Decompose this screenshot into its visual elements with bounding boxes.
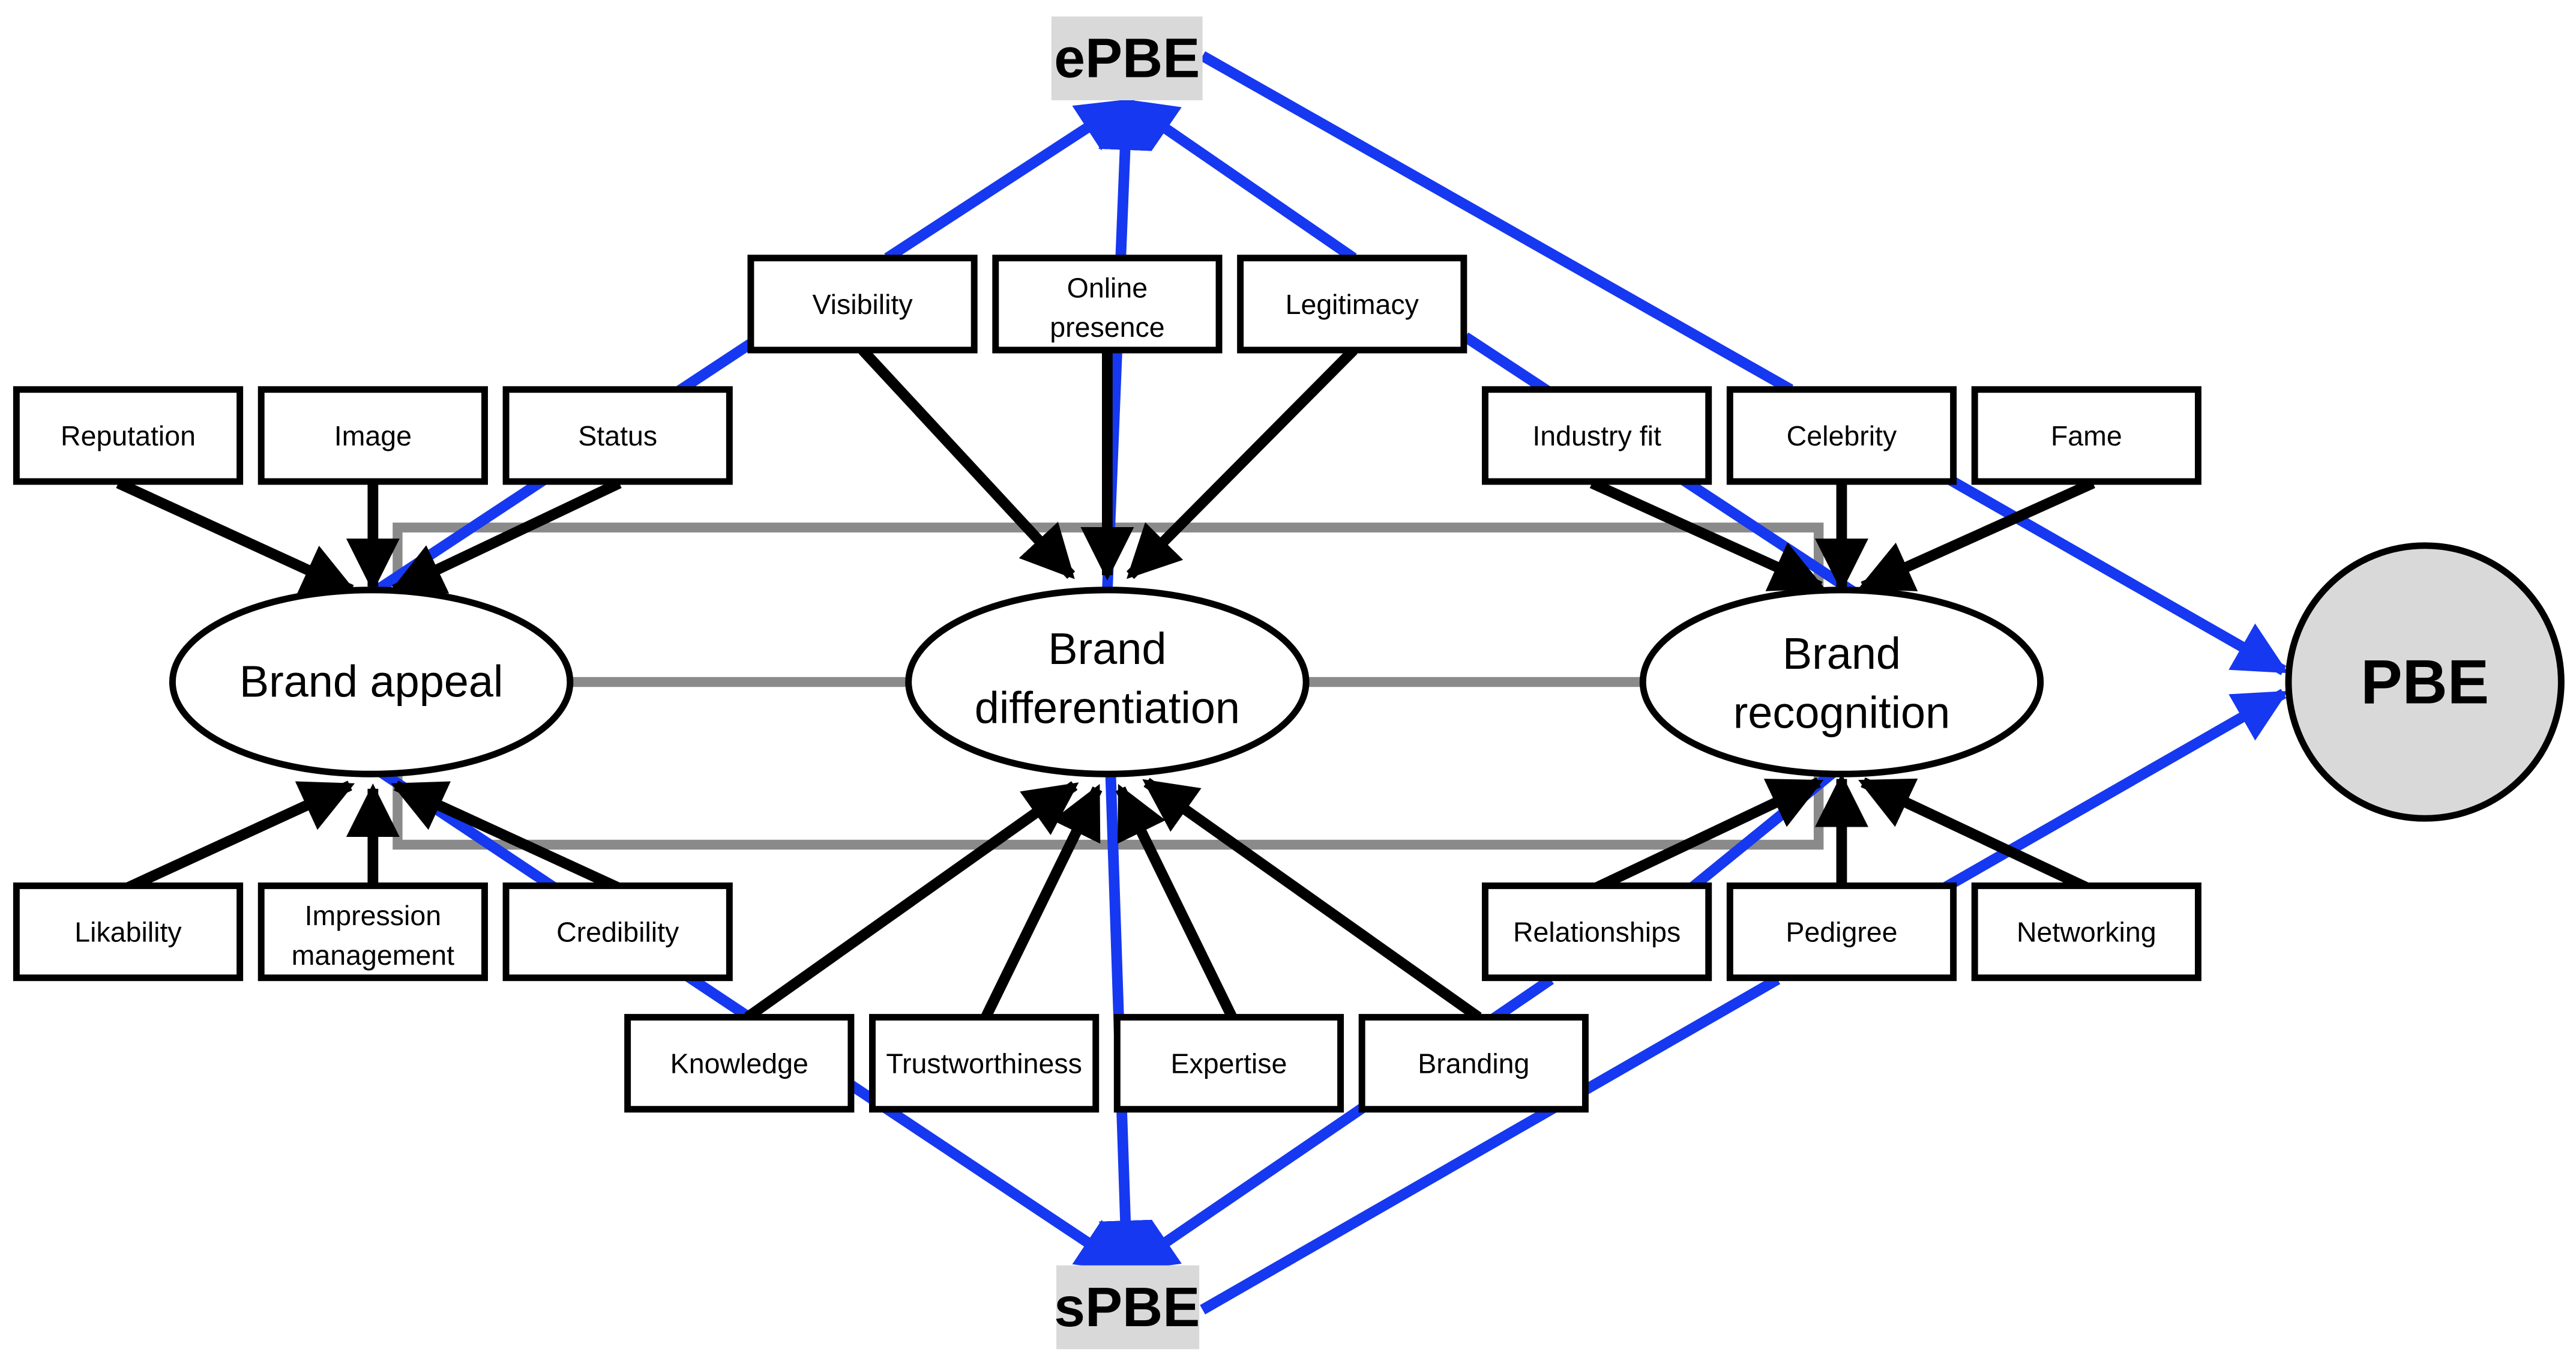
arrow-likability-appeal bbox=[125, 780, 355, 893]
factor-credibility: Credibility bbox=[502, 882, 733, 982]
factor-expertise: Expertise bbox=[1113, 1013, 1344, 1113]
svg-text:Image: Image bbox=[334, 420, 412, 451]
svg-text:Expertise: Expertise bbox=[1171, 1048, 1287, 1079]
epbe-label: ePBE bbox=[1054, 27, 1200, 89]
svg-text:presence: presence bbox=[1050, 312, 1164, 343]
brand-appeal-construct: Brand appeal bbox=[169, 587, 574, 777]
connector-visibility-epbe bbox=[884, 97, 1132, 263]
brand-differentiation-label-line2: differentiation bbox=[975, 683, 1240, 732]
arrow-expertise-differentiation bbox=[1115, 783, 1237, 1020]
pbe-label: PBE bbox=[2361, 648, 2489, 717]
influence-arrows bbox=[116, 346, 2095, 1022]
arrow-knowledge-differentiation bbox=[744, 781, 1079, 1022]
svg-text:Pedigree: Pedigree bbox=[1786, 916, 1897, 947]
svg-text:Celebrity: Celebrity bbox=[1787, 420, 1897, 451]
arrow-industry-fit-recognition bbox=[1589, 478, 1825, 592]
arrow-status-appeal bbox=[389, 478, 622, 595]
factor-industry-fit: Industry fit bbox=[1481, 386, 1712, 485]
arrow-credibility-appeal bbox=[391, 780, 620, 893]
arrow-reputation-appeal bbox=[116, 478, 357, 595]
svg-text:Branding: Branding bbox=[1418, 1048, 1529, 1079]
svg-text:Industry fit: Industry fit bbox=[1532, 420, 1661, 451]
svg-text:Networking: Networking bbox=[2017, 916, 2156, 947]
brand-differentiation-construct: Brand differentiation bbox=[905, 587, 1310, 777]
arrow-fame-recognition bbox=[1858, 478, 2095, 592]
arrow-branding-differentiation bbox=[1142, 777, 1482, 1022]
factor-impression-management: Impression management bbox=[257, 882, 488, 982]
factor-networking: Networking bbox=[1971, 882, 2201, 982]
factor-knowledge: Knowledge bbox=[624, 1013, 855, 1113]
arrow-trustworthiness-differentiation bbox=[981, 783, 1103, 1020]
arrow-visibility-differentiation bbox=[858, 346, 1076, 579]
svg-text:management: management bbox=[292, 940, 455, 971]
spbe-node: sPBE bbox=[1054, 1265, 1200, 1350]
brand-recognition-label-line2: recognition bbox=[1733, 688, 1950, 738]
factor-pedigree: Pedigree bbox=[1726, 882, 1957, 982]
svg-text:Relationships: Relationships bbox=[1513, 916, 1681, 947]
svg-text:Visibility: Visibility bbox=[812, 289, 913, 320]
brand-differentiation-label-line1: Brand bbox=[1048, 624, 1166, 674]
factor-trustworthiness: Trustworthiness bbox=[869, 1013, 1100, 1113]
svg-text:Legitimacy: Legitimacy bbox=[1286, 289, 1419, 320]
factor-visibility: Visibility bbox=[747, 255, 978, 354]
brand-recognition-label-line1: Brand bbox=[1783, 629, 1901, 678]
arrow-legitimacy-differentiation bbox=[1126, 346, 1358, 579]
svg-text:Knowledge: Knowledge bbox=[670, 1048, 808, 1079]
connector-pedigree-pbe bbox=[1942, 689, 2289, 892]
factor-reputation: Reputation bbox=[13, 386, 244, 485]
factor-celebrity: Celebrity bbox=[1726, 386, 1957, 485]
svg-text:Status: Status bbox=[578, 420, 657, 451]
svg-text:Impression: Impression bbox=[305, 900, 442, 931]
svg-text:Trustworthiness: Trustworthiness bbox=[886, 1048, 1082, 1079]
pbe-node: PBE bbox=[2285, 542, 2565, 822]
factor-legitimacy: Legitimacy bbox=[1237, 255, 1467, 354]
factor-relationships: Relationships bbox=[1481, 882, 1712, 982]
factor-status: Status bbox=[502, 386, 733, 485]
svg-text:Credibility: Credibility bbox=[556, 916, 679, 947]
factor-image: Image bbox=[257, 386, 488, 485]
svg-text:Online: Online bbox=[1067, 272, 1148, 303]
epbe-node: ePBE bbox=[1051, 16, 1203, 101]
factor-likability: Likability bbox=[13, 882, 244, 982]
connector-legitimacy-epbe bbox=[1122, 97, 1357, 263]
arrow-networking-recognition bbox=[1858, 777, 2089, 893]
arrow-relationships-recognition bbox=[1594, 777, 1824, 893]
connector-pedigree-spbe bbox=[1200, 974, 1781, 1315]
connector-celebrity-pbe bbox=[1947, 475, 2289, 675]
svg-text:Reputation: Reputation bbox=[61, 420, 196, 451]
brand-appeal-label: Brand appeal bbox=[239, 657, 504, 707]
factor-fame: Fame bbox=[1971, 386, 2201, 485]
svg-text:Likability: Likability bbox=[74, 916, 182, 947]
factor-online-presence: Online presence bbox=[992, 255, 1223, 354]
svg-text:Fame: Fame bbox=[2051, 420, 2122, 451]
spbe-label: sPBE bbox=[1054, 1276, 1200, 1338]
factor-branding: Branding bbox=[1358, 1013, 1589, 1113]
brand-recognition-construct: Brand recognition bbox=[1639, 587, 2044, 777]
connector-epbe-celebrity bbox=[1200, 51, 1793, 394]
